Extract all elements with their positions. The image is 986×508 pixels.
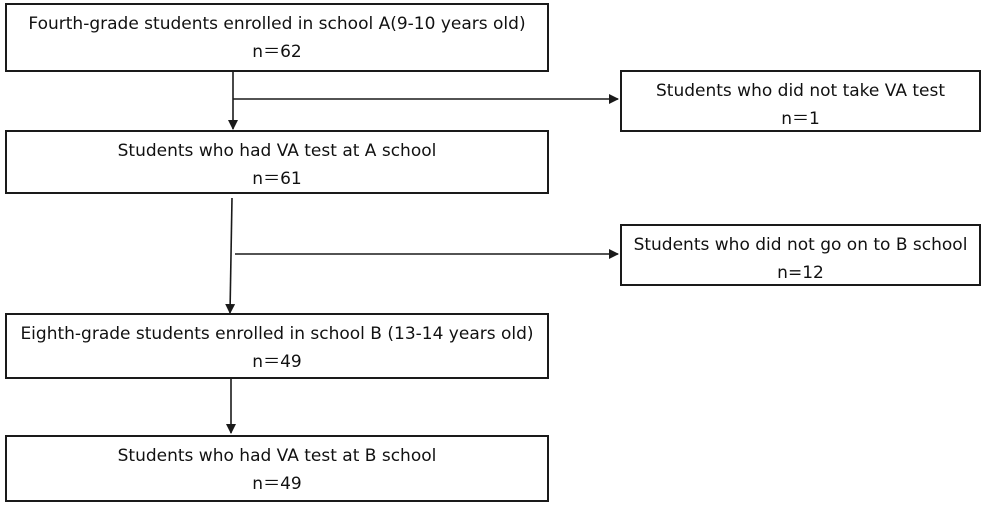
box-va-test-b-count: n＝49 — [252, 474, 302, 494]
box-school-b-enrolled-count: n＝49 — [252, 352, 302, 372]
box-no-va-test: Students who did not take VA test n＝1 — [620, 70, 981, 132]
arrow-va-test-a-to-school-b — [225, 197, 236, 314]
box-school-b-enrolled-title: Eighth-grade students enrolled in school… — [20, 324, 534, 344]
box-not-go-b-count: n=12 — [777, 263, 824, 283]
box-va-test-b: Students who had VA test at B school n＝4… — [5, 435, 549, 502]
box-school-a-enrolled-title: Fourth-grade students enrolled in school… — [28, 14, 526, 34]
box-not-go-b-title: Students who did not go on to B school — [633, 235, 968, 255]
box-va-test-b-title: Students who had VA test at B school — [117, 446, 437, 466]
box-school-b-enrolled: Eighth-grade students enrolled in school… — [5, 313, 549, 379]
box-va-test-a-title: Students who had VA test at A school — [117, 141, 437, 161]
box-va-test-a: Students who had VA test at A school n＝6… — [5, 130, 549, 194]
box-no-va-test-count: n＝1 — [781, 109, 820, 129]
box-school-a-enrolled: Fourth-grade students enrolled in school… — [5, 3, 549, 72]
box-not-go-b: Students who did not go on to B school n… — [620, 224, 981, 286]
box-school-a-enrolled-count: n＝62 — [252, 42, 302, 62]
box-no-va-test-title: Students who did not take VA test — [655, 81, 946, 101]
box-va-test-a-count: n＝61 — [252, 169, 302, 189]
